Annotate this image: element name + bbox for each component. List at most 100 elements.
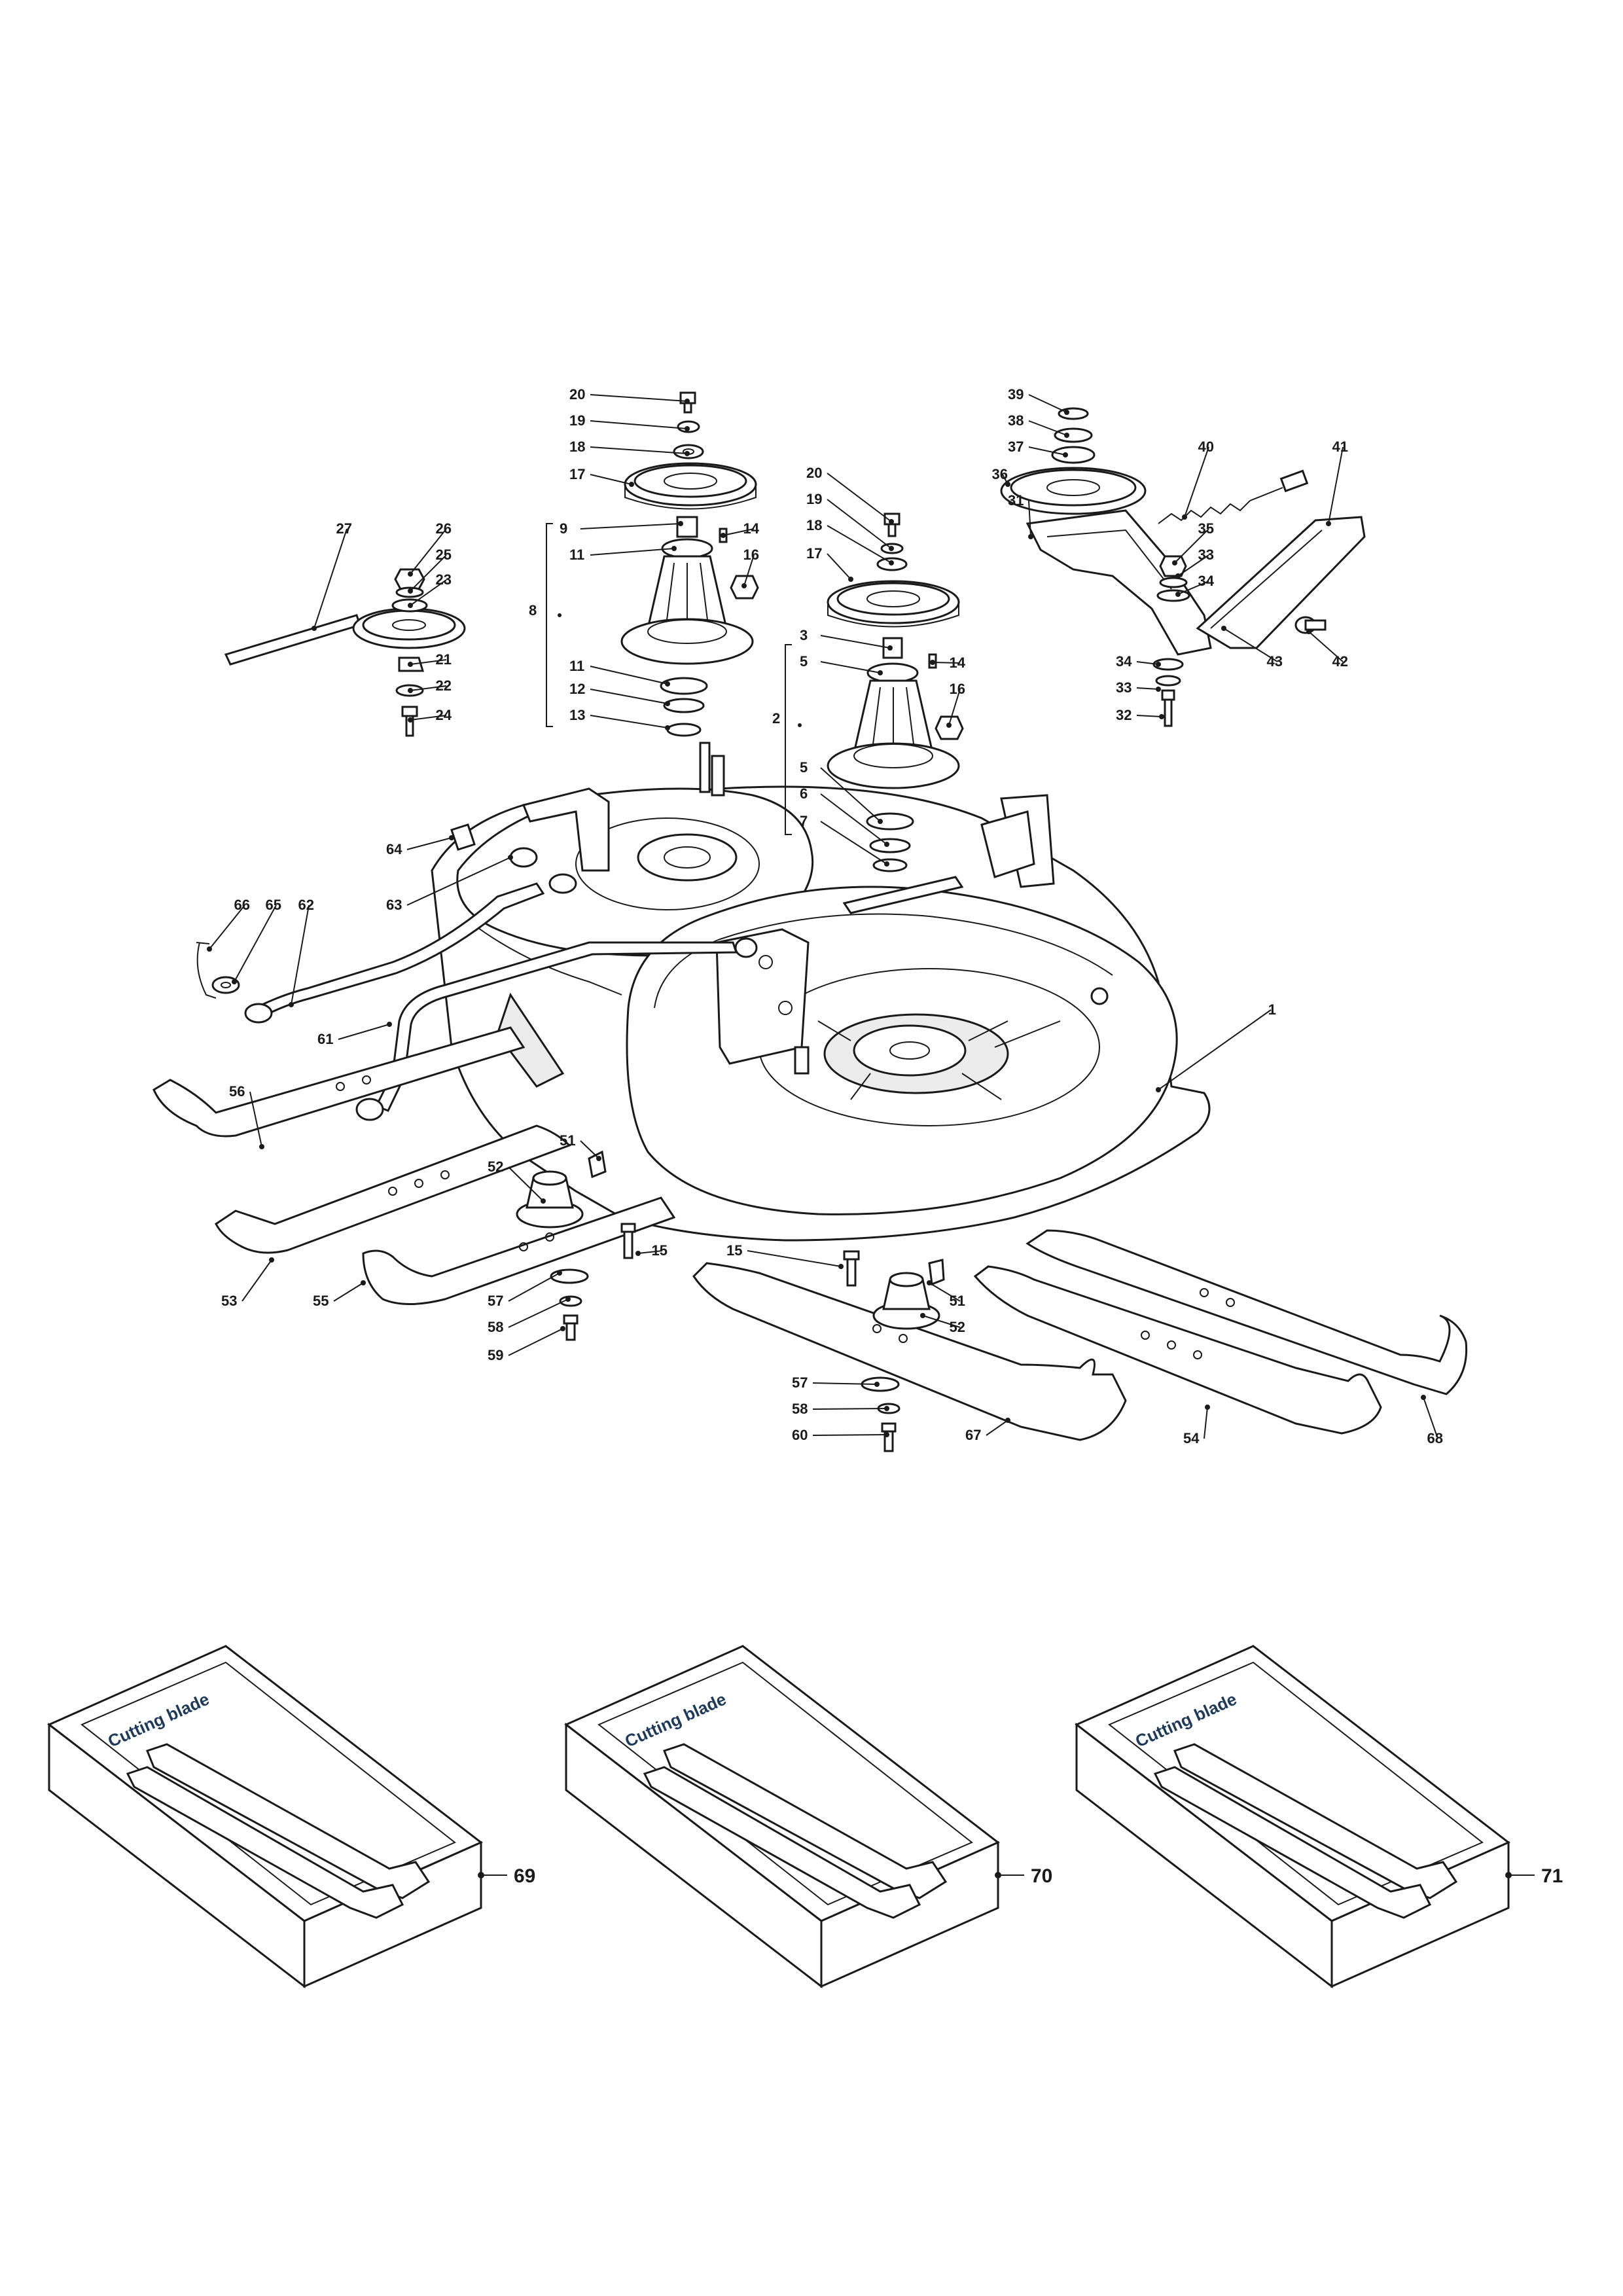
leader-line (932, 662, 961, 664)
leader-dot (1182, 514, 1187, 520)
part-number: 55 (313, 1293, 329, 1309)
leader-dot (560, 1326, 565, 1331)
leader-line (812, 1382, 878, 1385)
part-number: 32 (1116, 707, 1132, 723)
part-number: 5 (800, 759, 808, 776)
part-number: 25 (436, 547, 452, 563)
callout-c15b: 15 (726, 1242, 844, 1269)
leader-dot (1175, 573, 1181, 579)
leader-line (406, 837, 452, 850)
part-number: 36 (992, 466, 1008, 482)
part-number: 61 (317, 1031, 333, 1047)
leader-dot (557, 1270, 562, 1276)
callout-c31: 31 (1008, 492, 1033, 539)
leader-line (1136, 661, 1159, 665)
box-part-number: 71 (1541, 1865, 1563, 1887)
leader-line (1423, 1397, 1438, 1439)
part-number: 62 (298, 897, 314, 913)
leader-dot (312, 626, 317, 631)
leader-dot (685, 451, 690, 456)
leader-dot (665, 681, 670, 687)
leader-dot (920, 1313, 925, 1318)
leader-line (410, 659, 447, 665)
callout-c67: 67 (965, 1418, 1010, 1443)
leader-line (508, 1328, 563, 1356)
leader-line (743, 554, 755, 586)
callout-c15a: 15 (635, 1242, 668, 1259)
leader-line (820, 635, 891, 649)
leader-dot (387, 1022, 392, 1027)
leader-line (1177, 554, 1209, 577)
box-part-number: 70 (1031, 1865, 1052, 1887)
leader-line (948, 689, 961, 726)
callout-c58a: 58 (488, 1297, 571, 1335)
callout-c51b: 51 (927, 1280, 965, 1309)
part-number: 18 (569, 439, 585, 455)
callout-c1: 1 (1156, 1001, 1276, 1092)
part-number: 56 (229, 1083, 245, 1100)
callout-c11a: 11 (569, 546, 677, 563)
part-number: 63 (386, 897, 402, 913)
leader-dot (884, 1406, 889, 1411)
leader-dot (1064, 410, 1069, 415)
part-number: 57 (488, 1293, 503, 1309)
blade-hub-left (516, 1150, 636, 1341)
leader-line (1223, 628, 1278, 662)
leader-dot (665, 701, 670, 706)
callout-c66: 66 (207, 897, 250, 952)
part-number: 16 (743, 547, 759, 563)
callout-c14a: 14 (721, 520, 760, 538)
leader-dot (1156, 687, 1161, 692)
leader-line (637, 1250, 663, 1254)
leader-line (333, 1282, 364, 1302)
callout-c5a: 5 (800, 653, 883, 675)
part-number: 60 (792, 1427, 808, 1443)
leader-dot (1159, 714, 1164, 719)
part-number: 58 (792, 1401, 808, 1417)
part-number: 12 (569, 681, 585, 697)
leader-line (722, 528, 755, 536)
leader-dot (361, 1280, 366, 1285)
callout-c51a: 51 (560, 1132, 601, 1161)
leader-dot (1326, 521, 1331, 526)
blade-56 (152, 1026, 526, 1138)
leader-dot (884, 1432, 889, 1437)
leader-dot (635, 1251, 641, 1256)
part-number: 35 (1198, 520, 1214, 537)
part-number: 66 (234, 897, 250, 913)
part-number: 39 (1008, 386, 1024, 403)
part-number: 23 (436, 571, 452, 588)
callout-c63: 63 (386, 855, 513, 913)
leader-line (1308, 631, 1344, 662)
box-window (1108, 1661, 1484, 1906)
leader-dot (930, 660, 935, 665)
leader-dot (565, 1297, 571, 1302)
callout-c58b: 58 (792, 1401, 889, 1417)
leader-line (590, 689, 668, 704)
part-number: 42 (1332, 653, 1348, 670)
box-side (820, 1840, 999, 1988)
callout-c37: 37 (1008, 439, 1068, 457)
part-number: 19 (806, 491, 822, 507)
part-number: 19 (569, 412, 585, 429)
box-blade-top (663, 1743, 948, 1899)
leader-line (820, 767, 881, 822)
leader-line (249, 1091, 262, 1147)
callout-c35: 35 (1172, 520, 1214, 565)
callout-c52a: 52 (488, 1158, 546, 1204)
leader-dot (685, 426, 690, 431)
callout-c17b: 17 (806, 545, 853, 582)
leader-line (590, 394, 688, 402)
part-number: 33 (1198, 547, 1214, 563)
part-number: 7 (800, 813, 808, 829)
leader-line (410, 579, 447, 606)
part-number: 14 (743, 520, 760, 537)
leader-line (410, 715, 447, 721)
group-bracket-8 (546, 523, 562, 727)
group-number-g2: 2 (772, 710, 780, 726)
part-number: 17 (806, 545, 822, 562)
leader-dot (721, 533, 726, 538)
leader-line (590, 715, 668, 728)
